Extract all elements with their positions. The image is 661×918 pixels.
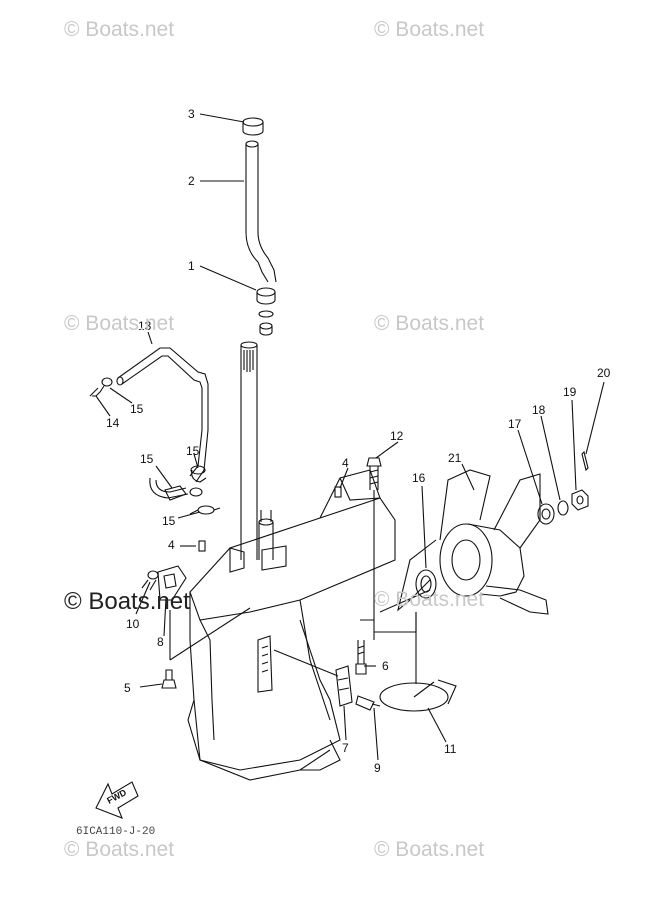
part-4-pin-left (198, 540, 206, 552)
part-8-10-assembly (141, 565, 187, 601)
watermark: © Boats.net (64, 838, 175, 861)
fwd-arrow-icon (95, 781, 139, 819)
part-5-bolt (161, 669, 177, 689)
part-20-cotter-pin (581, 450, 589, 472)
callout-8: 8 (157, 635, 164, 649)
callout-1: 1 (188, 259, 195, 273)
watermark: © Boats.net (64, 588, 190, 615)
watermark: © Boats.net (374, 838, 485, 861)
part-9-bolt (355, 695, 381, 711)
callout-9: 9 (374, 761, 381, 775)
callout-15-a: 15 (130, 402, 144, 416)
part-15-clips (149, 465, 221, 515)
part-21-propeller (397, 469, 549, 615)
part-1-grommet (256, 287, 276, 336)
part-19-nut (571, 489, 589, 511)
callout-15-b: 15 (186, 444, 200, 458)
callout-3: 3 (188, 107, 195, 121)
watermark: © Boats.net (64, 18, 175, 41)
callout-21: 21 (448, 451, 462, 465)
callout-16: 16 (412, 471, 426, 485)
watermark: © Boats.net (374, 588, 485, 611)
fwd-label: FWD (105, 787, 128, 806)
watermark: © Boats.net (64, 312, 175, 335)
callout-6: 6 (382, 659, 389, 673)
callout-4-left: 4 (168, 538, 175, 552)
part-12-bolt (366, 457, 382, 490)
callout-15-c: 15 (140, 452, 154, 466)
callout-5: 5 (124, 681, 131, 695)
callout-labels: 3 2 1 13 15 14 15 15 15 4 4 12 10 8 5 6 … (105, 107, 610, 806)
part-13-hose (116, 347, 209, 483)
lower-unit-housing (187, 469, 396, 781)
callout-4-right: 4 (342, 456, 349, 470)
callout-14: 14 (106, 416, 120, 430)
callout-10: 10 (126, 617, 140, 631)
callout-15-d: 15 (162, 514, 176, 528)
part-18-washer (557, 500, 569, 516)
callout-19: 19 (563, 385, 577, 399)
callout-18: 18 (532, 403, 546, 417)
watermark: © Boats.net (374, 18, 485, 41)
callout-11: 11 (444, 742, 457, 756)
callout-12: 12 (390, 429, 404, 443)
callout-13: 13 (138, 319, 152, 333)
callout-20: 20 (597, 366, 611, 380)
part-4-pin-right (334, 486, 342, 498)
part-17-spacer (537, 503, 555, 525)
drive-shaft (240, 341, 274, 560)
part-3-grommet (242, 117, 264, 136)
diagram-code: 6ICA110-J-20 (76, 826, 156, 838)
callout-17: 17 (508, 417, 522, 431)
part-2-water-tube (245, 140, 277, 283)
watermark: © Boats.net (374, 312, 485, 335)
callout-7: 7 (342, 741, 349, 755)
callout-2: 2 (188, 174, 195, 188)
part-7-anode (335, 665, 353, 707)
part-14-fitting (89, 377, 113, 397)
part-11-plate (379, 679, 457, 712)
part-6-bolt (355, 640, 367, 675)
